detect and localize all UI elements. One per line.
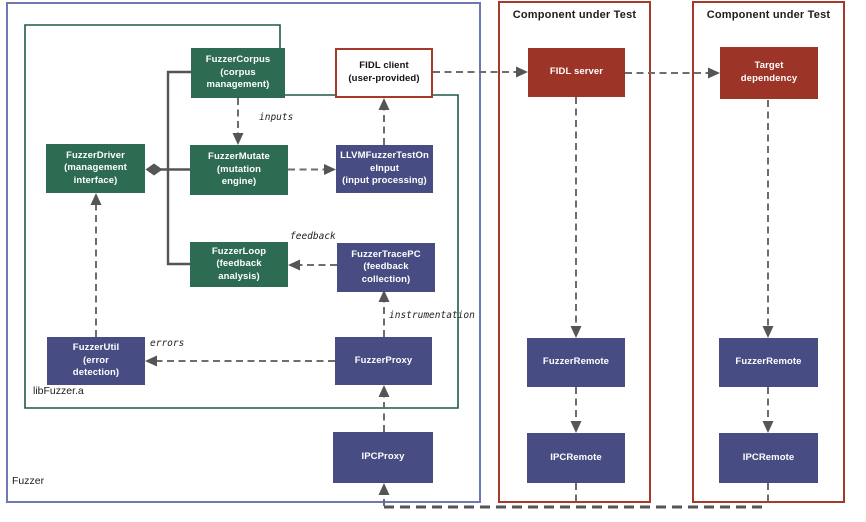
edge-fuzzer-remote-2-to-ipc-remote-2: [762, 387, 774, 433]
node-ipc-remote-1-label: IPCRemote: [550, 451, 602, 463]
edge-fuzzer-util-to-fuzzer-driver: [90, 193, 102, 337]
node-fidl-server-label: FIDL server: [549, 66, 604, 78]
edge-fuzzer-proxy-to-trace-pc: [378, 290, 390, 337]
node-fuzzer-util-label: FuzzerUtil (error detection): [72, 342, 120, 379]
node-fuzzer-trace-pc: FuzzerTracePC (feedback collection): [337, 243, 435, 292]
node-fuzzer-proxy: FuzzerProxy: [335, 337, 432, 385]
node-fuzzer-remote-1: FuzzerRemote: [527, 338, 625, 387]
edge-mutate-to-testoneinput: [288, 164, 336, 175]
node-fuzzer-trace-pc-label: FuzzerTracePC (feedback collection): [351, 248, 421, 285]
node-ipc-remote-1: IPCRemote: [527, 433, 625, 483]
node-fuzzer-loop: FuzzerLoop (feedback analysis): [190, 242, 288, 287]
edge-corpus-to-mutate: [232, 98, 244, 145]
edge-label-inputs: inputs: [259, 112, 294, 123]
node-ipc-remote-2: IPCRemote: [719, 433, 818, 483]
node-fuzzer-corpus-label: FuzzerCorpus (corpus management): [205, 54, 271, 91]
fuzzer-container-label: Fuzzer: [12, 475, 45, 487]
edge-fidl-server-to-fuzzer-remote-1: [570, 97, 582, 338]
edge-label-feedback: feedback: [290, 231, 336, 242]
node-ipc-proxy: IPCProxy: [333, 432, 433, 483]
node-fuzzer-remote-2-label: FuzzerRemote: [735, 356, 802, 368]
node-ipc-proxy-label: IPCProxy: [361, 451, 405, 463]
node-llvm-fuzzer-test-one-input-label: LLVMFuzzerTestOn eInput (input processin…: [340, 150, 429, 187]
edge-fuzzer-remote-1-to-ipc-remote-1: [570, 387, 582, 433]
node-fidl-client: FIDL client (user-provided): [335, 48, 433, 98]
node-ipc-remote-2-label: IPCRemote: [742, 451, 795, 463]
node-fidl-server: FIDL server: [528, 48, 625, 97]
component-under-test-2-border: [692, 1, 845, 503]
edge-fidl-client-to-fidl-server: [433, 66, 528, 78]
component-under-test-1-border: [498, 1, 651, 503]
edge-label-errors: errors: [150, 338, 185, 349]
node-fuzzer-proxy-label: FuzzerProxy: [354, 354, 413, 366]
edge-target-dependency-to-fuzzer-remote-2: [762, 100, 774, 338]
node-fuzzer-util: FuzzerUtil (error detection): [47, 337, 145, 385]
node-fuzzer-corpus: FuzzerCorpus (corpus management): [191, 48, 285, 98]
edge-ipc-proxy-to-fuzzer-proxy: [378, 385, 390, 432]
node-fuzzer-mutate: FuzzerMutate (mutation engine): [190, 145, 288, 195]
node-target-dependency: Target dependency: [720, 47, 818, 99]
composition-connector: [145, 70, 191, 266]
diamond-connector-icon: [145, 163, 163, 176]
node-fuzzer-driver-label: FuzzerDriver (management interface): [64, 149, 127, 186]
component-under-test-1-title: Component under Test: [512, 9, 637, 21]
node-fuzzer-remote-1-label: FuzzerRemote: [542, 356, 610, 368]
edge-testoneinput-to-fidl-client: [378, 98, 390, 145]
edge-fuzzer-proxy-to-fuzzer-util: [145, 355, 335, 367]
node-fidl-client-label: FIDL client (user-provided): [348, 60, 420, 84]
fuzzer-container-border: [6, 2, 481, 503]
libfuzzer-container-label: libFuzzer.a: [33, 385, 84, 397]
edge-label-instrumentation: instrumentation: [389, 310, 475, 321]
edge-ipc-remotes-to-ipc-proxy: [378, 483, 769, 509]
node-target-dependency-label: Target dependency: [740, 60, 798, 84]
edge-trace-pc-to-fuzzer-loop: [288, 259, 337, 271]
node-fuzzer-loop-label: FuzzerLoop (feedback analysis): [211, 245, 267, 282]
libfuzzer-container-border: [24, 24, 459, 409]
component-under-test-2-title: Component under Test: [706, 9, 831, 21]
node-fuzzer-remote-2: FuzzerRemote: [719, 338, 818, 387]
node-fuzzer-mutate-label: FuzzerMutate (mutation engine): [208, 151, 270, 188]
node-fuzzer-driver: FuzzerDriver (management interface): [46, 144, 145, 193]
edge-fidl-server-to-target-dependency: [625, 67, 720, 79]
node-llvm-fuzzer-test-one-input: LLVMFuzzerTestOn eInput (input processin…: [336, 145, 433, 193]
